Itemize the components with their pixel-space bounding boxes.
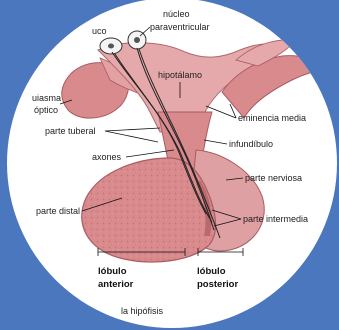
label-quiasma-line2: óptico [34, 105, 58, 115]
label-parte-tuberal: parte tuberal [45, 126, 96, 136]
caption: la hipófisis [121, 306, 164, 316]
label-hipotalamo: hipotálamo [158, 70, 202, 80]
label-parte-distal: parte distal [36, 206, 80, 216]
label-nucleo-line2: paraventricular [150, 22, 210, 32]
label-parte-intermedia: parte intermedia [243, 214, 308, 224]
label-quiasma-line1: uiasma [32, 93, 61, 103]
label-lobulo-anterior-line1: lóbulo [98, 266, 127, 277]
label-lobulo-posterior-line2: posterior [197, 279, 238, 290]
label-nucleo-line1: núcleo [163, 9, 190, 19]
label-infundibulo: infundíbulo [229, 139, 273, 149]
label-uco: uco [92, 26, 107, 36]
label-parte-nerviosa: parte nerviosa [245, 173, 302, 183]
label-lobulo-posterior-line1: lóbulo [197, 266, 226, 277]
label-eminencia-media: eminencia media [238, 113, 306, 123]
label-axones: axones [92, 152, 122, 162]
label-lobulo-anterior-line2: anterior [98, 279, 134, 290]
